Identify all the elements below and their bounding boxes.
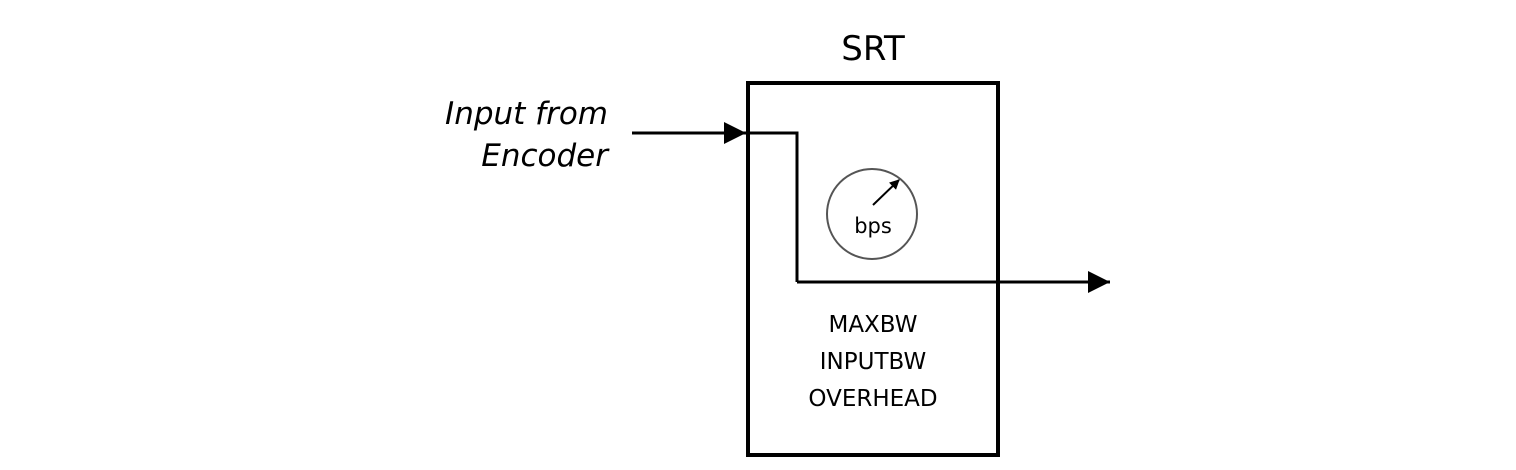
input-label-line2: Encoder: [481, 138, 610, 174]
srt-title: SRT: [841, 29, 905, 69]
bandwidth-meter-icon: bps: [826, 168, 918, 260]
meter-label: bps: [854, 214, 892, 238]
srt-box: [746, 81, 1000, 457]
param-inputbw: INPUTBW: [820, 349, 926, 375]
signal-path: [748, 131, 799, 282]
param-maxbw: MAXBW: [828, 312, 917, 338]
input-label-line1: Input from: [445, 96, 608, 132]
param-overhead: OVERHEAD: [808, 386, 937, 412]
